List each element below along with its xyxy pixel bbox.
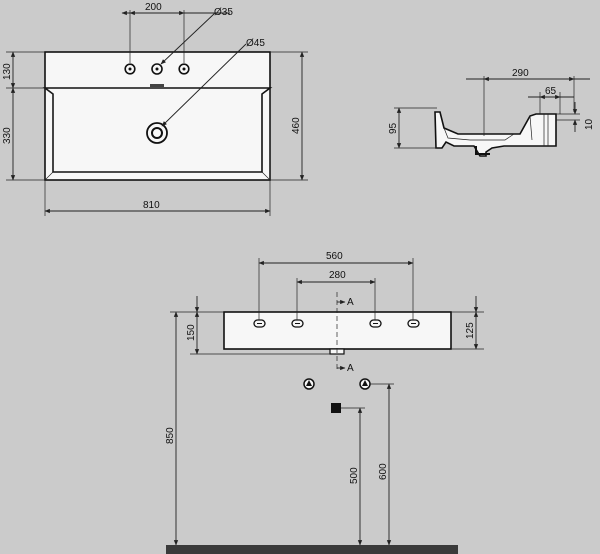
deck-depth-label: 130 <box>2 63 13 80</box>
tap-hole-left <box>124 63 136 75</box>
drain-height-label: 500 <box>349 467 360 484</box>
overall-width-label: 810 <box>143 200 160 211</box>
supply-valve-right <box>359 378 371 390</box>
overflow-slot <box>150 84 164 87</box>
bracket-hole-4 <box>407 319 420 328</box>
side-depth-label: 290 <box>512 68 529 79</box>
total-height-label: 850 <box>165 427 176 444</box>
basin-front <box>223 311 452 350</box>
drain <box>146 122 168 144</box>
bracket-hole-1 <box>253 319 266 328</box>
front-view: A A 560 280 150 125 850 <box>165 251 484 554</box>
basin-height-label: 150 <box>186 324 197 341</box>
rim-thickness-label: 10 <box>584 118 595 130</box>
rim-depth-label: 65 <box>545 86 557 97</box>
bracket-hole-3 <box>369 319 382 328</box>
tap-hole-right <box>178 63 190 75</box>
side-view: 290 65 95 10 <box>388 68 595 157</box>
supply-height-label: 600 <box>378 463 389 480</box>
bracket-spacing-inner-label: 280 <box>329 270 346 281</box>
supply-valve-left <box>303 378 315 390</box>
drain-diameter-label: Ø45 <box>246 38 265 49</box>
section-marker-bottom: A <box>347 363 354 374</box>
floor-line <box>166 545 458 554</box>
tap-spacing-label: 200 <box>145 2 162 13</box>
bowl-depth-label: 330 <box>2 127 13 144</box>
bowl-height-label: 95 <box>388 122 399 134</box>
tap-hole-center <box>151 63 163 75</box>
bracket-hole-2 <box>291 319 304 328</box>
top-view: 200 Ø35 Ø45 130 330 460 810 <box>2 2 308 216</box>
side-profile <box>434 111 557 157</box>
overall-depth-label: 460 <box>291 117 302 134</box>
front-height-label: 125 <box>465 322 476 339</box>
bracket-spacing-outer-label: 560 <box>326 251 343 262</box>
section-marker-top: A <box>347 297 354 308</box>
tap-hole-diameter-label: Ø35 <box>214 7 233 18</box>
drain-connection <box>331 403 341 413</box>
